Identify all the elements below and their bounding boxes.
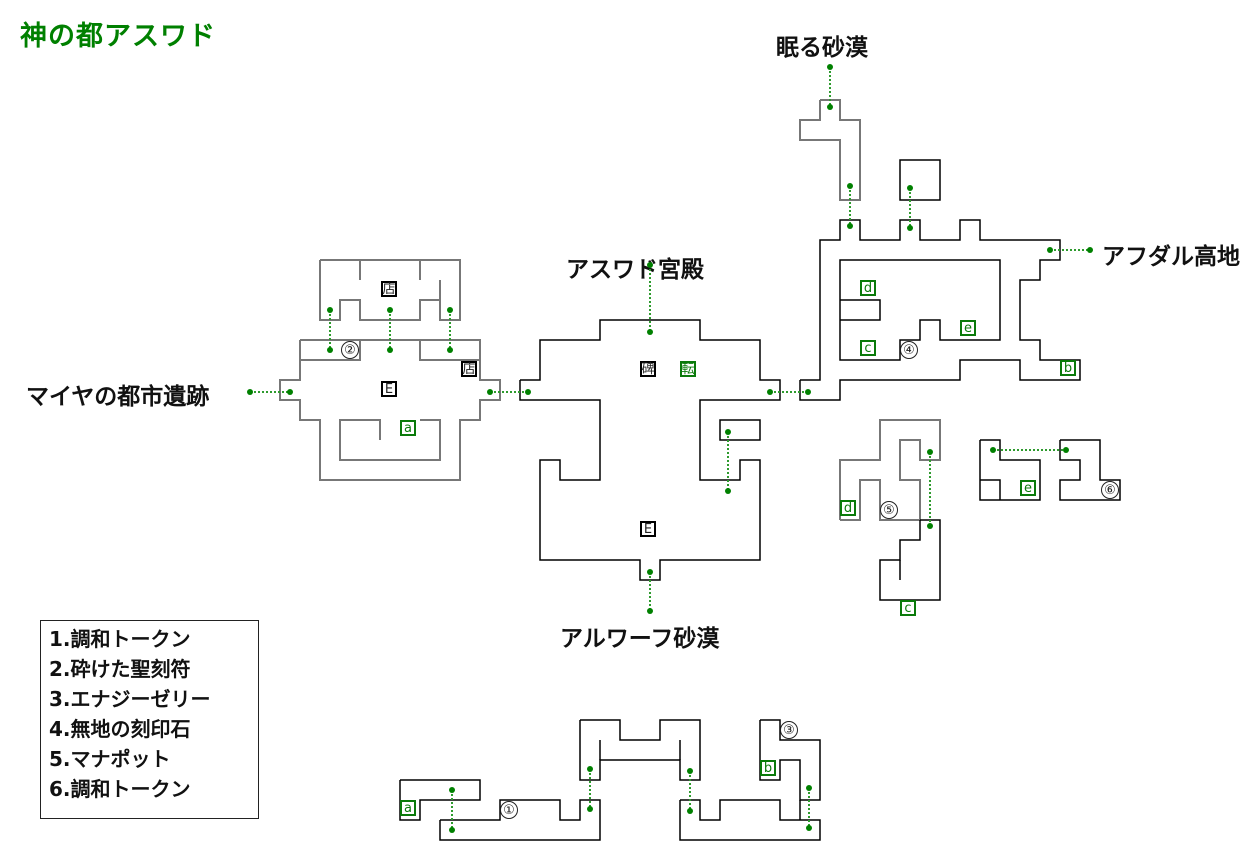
legend-item: 4.無地の刻印石 <box>49 717 191 741</box>
shop-icon[interactable]: 店 <box>381 281 397 297</box>
treasure-marker-3[interactable]: ③ <box>780 721 798 739</box>
warp-marker-a[interactable]: a <box>400 420 416 436</box>
warp-marker-b[interactable]: b <box>1060 360 1076 376</box>
warp-marker-e[interactable]: e <box>960 320 976 336</box>
legend-item: 1.調和トークン <box>49 627 191 651</box>
area-label-maiya-ruins[interactable]: マイヤの都市遺跡 <box>26 384 210 410</box>
connection-links <box>250 67 1090 830</box>
warp-marker-c[interactable]: c <box>860 340 876 356</box>
encounter-icon[interactable]: E <box>381 381 397 397</box>
warp-marker-a[interactable]: a <box>400 800 416 816</box>
teleport-icon[interactable]: 転 <box>680 361 696 377</box>
room-5-lower <box>879 519 941 601</box>
room-aswad-palace <box>519 319 781 581</box>
treasure-legend: 1.調和トークン 2.砕けた聖刻符 3.エナジーゼリー 4.無地の刻印石 5.マ… <box>40 620 259 819</box>
warp-marker-c[interactable]: c <box>900 600 916 616</box>
treasure-marker-6[interactable]: ⑥ <box>1101 481 1119 499</box>
encounter-icon[interactable]: E <box>640 521 656 537</box>
connection-dots <box>247 64 1093 833</box>
legend-item: 2.砕けた聖刻符 <box>49 657 191 681</box>
shop-icon[interactable]: 店 <box>461 361 477 377</box>
area-label-sleeping-desert[interactable]: 眠る砂漠 <box>776 35 868 61</box>
treasure-marker-2[interactable]: ② <box>341 341 359 359</box>
warp-marker-d[interactable]: d <box>860 280 876 296</box>
map-title: 神の都アスワド <box>20 21 216 52</box>
area-label-alwaf-desert[interactable]: アルワーフ砂漠 <box>560 626 720 652</box>
warp-marker-e[interactable]: e <box>1020 480 1036 496</box>
room-6 <box>979 439 1121 501</box>
warp-marker-d[interactable]: d <box>840 500 856 516</box>
treasure-marker-5[interactable]: ⑤ <box>880 501 898 519</box>
legend-item: 6.調和トークン <box>49 777 191 801</box>
room-bottom-section <box>399 719 821 841</box>
room-east-complex <box>799 219 1081 401</box>
treasure-marker-4[interactable]: ④ <box>900 341 918 359</box>
treasure-marker-1[interactable]: ① <box>500 801 518 819</box>
room-5 <box>839 419 941 521</box>
area-label-afdal-highlands[interactable]: アフダル高地 <box>1102 244 1240 270</box>
room-sleeping-desert-passage <box>799 99 861 201</box>
legend-item: 5.マナポット <box>49 747 171 771</box>
room-small-top <box>899 159 941 201</box>
warp-marker-b[interactable]: b <box>760 760 776 776</box>
monument-icon[interactable]: 碑 <box>640 361 656 377</box>
area-label-aswad-palace[interactable]: アスワド宮殿 <box>566 257 704 283</box>
room-shop-building <box>319 259 461 321</box>
legend-item: 3.エナジーゼリー <box>49 687 211 711</box>
